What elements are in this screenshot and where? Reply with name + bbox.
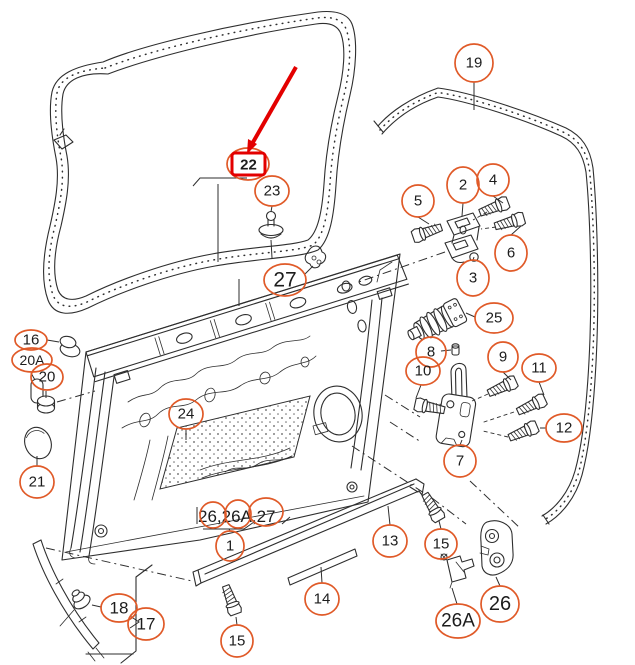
callout-label: 8 [427, 344, 435, 361]
callout-label: 26 [489, 593, 511, 615]
callout-label: 7 [456, 453, 464, 470]
callout-label: 17 [137, 615, 156, 634]
callout-ref[interactable] [224, 499, 252, 529]
callout-11[interactable]: 11 [521, 353, 557, 383]
sill-strip-art [192, 478, 447, 617]
callout-9[interactable]: 9 [487, 341, 519, 373]
callout-2[interactable]: 2 [446, 166, 480, 204]
callout-8[interactable]: 8 [415, 336, 447, 368]
callout-label: 9 [499, 349, 507, 366]
callout-label: 3 [469, 270, 477, 287]
callout-7[interactable]: 7 [443, 444, 477, 478]
callout-label: 20A [20, 352, 46, 368]
callout-label: 5 [414, 193, 422, 210]
callout-label: 6 [507, 245, 515, 262]
grommet-18-art [71, 589, 91, 610]
callout-ref[interactable] [248, 497, 284, 527]
highlight-arrowhead-icon [247, 139, 257, 154]
callout-label: 16 [23, 332, 40, 349]
plugs-art [24, 335, 81, 460]
wiring-grommet-art [407, 298, 468, 341]
callout-17[interactable]: 17 [127, 607, 165, 641]
callout-20[interactable]: 20 [30, 363, 64, 391]
callout-19[interactable]: 19 [454, 43, 494, 83]
window-frame-seal-art [43, 10, 357, 314]
callout-14[interactable]: 14 [304, 582, 340, 616]
callout-12[interactable]: 12 [545, 413, 583, 443]
callout-ref[interactable] [199, 501, 227, 529]
callout-25[interactable]: 25 [474, 302, 514, 334]
callout-label: 1 [226, 538, 234, 555]
callout-24[interactable]: 24 [168, 398, 204, 430]
door-aperture-seal-art [373, 87, 599, 525]
callout-label: 26A [441, 611, 475, 632]
door-check-art [412, 343, 549, 448]
callout-label: 21 [29, 474, 46, 491]
callout-label: 24 [178, 406, 195, 423]
callout-label: 2 [459, 177, 467, 194]
callout-label: 18 [110, 599, 129, 618]
rail-clip-art [304, 245, 327, 269]
callout-23[interactable]: 23 [254, 175, 290, 207]
callout-label: 13 [382, 533, 399, 550]
highlight-label: 22 [240, 157, 257, 174]
callout-label: 14 [314, 591, 331, 608]
construction-lines [45, 211, 521, 582]
drip-strip-art [32, 539, 153, 664]
cap-21-art [24, 426, 52, 460]
callout-label: 23 [264, 183, 281, 200]
seal-clip-art [258, 210, 284, 239]
callout-13[interactable]: 13 [372, 524, 408, 558]
callout-6[interactable]: 6 [494, 234, 528, 272]
trim-strip-14-art [287, 548, 358, 586]
callout-26A[interactable]: 26A [435, 603, 481, 639]
callout-1[interactable]: 1 [215, 530, 245, 562]
callout-27[interactable]: 27 [263, 263, 307, 297]
callout-label: 15 [229, 633, 246, 650]
bracket-26a-art [446, 555, 475, 583]
hinge-art [410, 194, 527, 264]
callout-label: 25 [486, 310, 503, 327]
callout-4[interactable]: 4 [476, 163, 510, 197]
callout-15[interactable]: 15 [424, 528, 458, 560]
callout-label: 19 [466, 55, 483, 72]
callout-5[interactable]: 5 [401, 184, 435, 218]
callout-16[interactable]: 16 [14, 329, 48, 351]
callout-21[interactable]: 21 [19, 465, 55, 499]
callout-label: 4 [489, 172, 497, 189]
lock-striker-art [440, 520, 514, 589]
callout-26[interactable]: 26 [480, 585, 520, 623]
callout-10[interactable]: 10 [405, 356, 441, 386]
callout-label: 27 [273, 269, 296, 292]
callout-label: 15 [433, 536, 450, 553]
highlight-22[interactable]: 22 [226, 66, 298, 181]
callout-label: 10 [415, 363, 432, 380]
callout-label: 12 [556, 420, 573, 437]
callout-label: 20 [39, 369, 56, 386]
callout-label: 11 [531, 360, 547, 377]
highlight-box [230, 151, 267, 177]
door-shell-art [61, 210, 409, 565]
callout-18[interactable]: 18 [100, 593, 138, 623]
highlight-arrow-icon [250, 66, 298, 145]
parts-group-label: 26,26A,27 [198, 507, 276, 526]
callout-15[interactable]: 15 [220, 624, 254, 658]
callout-3[interactable]: 3 [456, 259, 490, 297]
